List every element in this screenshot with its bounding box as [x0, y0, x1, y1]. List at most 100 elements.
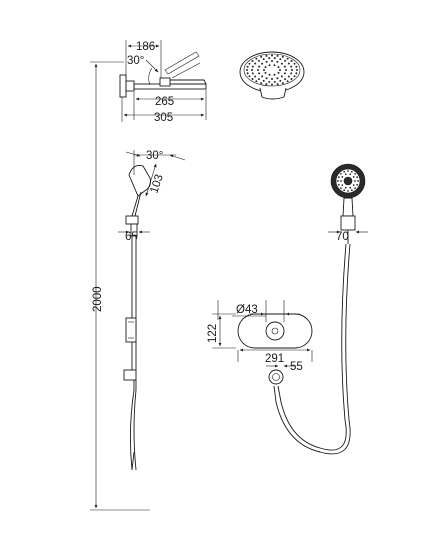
- nozzle-dot: [265, 83, 268, 86]
- nozzle-dot: [357, 180, 359, 182]
- nozzle-dot: [349, 186, 352, 189]
- nozzle-dot: [251, 69, 253, 71]
- nozzle-dot: [262, 79, 265, 82]
- dim-arm-total: 305: [154, 112, 173, 124]
- arm-flange: [125, 80, 135, 92]
- dim-outlet-depth: 55: [290, 361, 303, 373]
- rail-holder: [125, 215, 139, 225]
- hose-side: [129, 380, 135, 471]
- hose-front-b: [273, 243, 351, 455]
- overhead-shower-perspective: [239, 51, 305, 100]
- dim-panel-width: 291: [265, 353, 284, 365]
- nozzle-dot: [265, 54, 268, 57]
- angle-leader: [145, 59, 159, 73]
- dim-head-depth: 186: [136, 41, 155, 53]
- wall-outlet-view: 55: [266, 361, 303, 385]
- slide-rail-side-view: 30° 103 65: [118, 150, 186, 471]
- nozzle-dot: [254, 75, 257, 78]
- nozzle-dot: [261, 75, 264, 78]
- nozzle-dot: [352, 184, 355, 187]
- head-mount: [259, 87, 287, 100]
- nozzle-dot: [268, 73, 271, 76]
- control-button-center: [271, 327, 279, 335]
- nozzle-dot: [280, 62, 283, 65]
- nozzle-dot: [344, 186, 347, 189]
- dim-line-103: [145, 163, 157, 197]
- head-nozzles: [246, 54, 298, 86]
- nozzle-dot: [343, 189, 346, 192]
- nozzle-dot: [246, 65, 249, 68]
- angle-arc: [148, 67, 153, 86]
- dim-arm-reach: 265: [155, 96, 174, 108]
- nozzle-dot: [265, 77, 268, 80]
- nozzle-dot: [290, 65, 293, 68]
- nozzle-dot: [343, 170, 346, 173]
- hose-front: [277, 243, 347, 451]
- nozzle-dot: [349, 173, 352, 176]
- nozzle-dot: [287, 62, 290, 65]
- nozzle-dot: [283, 65, 286, 68]
- nozzle-dot: [271, 60, 273, 62]
- nozzle-dot: [271, 78, 273, 80]
- nozzle-dot: [291, 69, 293, 71]
- nozzle-dot: [251, 60, 254, 62]
- nozzle-dot: [285, 69, 287, 71]
- nozzle-dot: [283, 72, 286, 75]
- tilt-line-a: [171, 62, 201, 79]
- handshower-handle-side-b: [134, 191, 142, 217]
- tilt-arrow-a: [125, 151, 141, 157]
- nozzle-dot: [350, 170, 353, 173]
- nozzle-dot: [258, 72, 261, 75]
- nozzle-dot: [248, 62, 251, 65]
- nozzle-dot: [263, 69, 265, 71]
- nozzle-dot: [251, 78, 254, 80]
- nozzle-dot: [268, 80, 271, 83]
- wall-outlet-inner: [272, 373, 280, 381]
- nozzle-dot: [273, 57, 276, 60]
- nozzle-dot: [293, 75, 296, 78]
- wall-outlet: [268, 369, 284, 385]
- dim-handshower-width: 70: [336, 231, 349, 243]
- nozzle-dot: [340, 180, 342, 182]
- arm-wall-plate: [119, 74, 127, 98]
- nozzle-dot: [341, 184, 344, 187]
- dim-total-height: 2000: [92, 286, 104, 312]
- nozzle-dot: [273, 73, 276, 76]
- nozzle-dot: [248, 75, 251, 78]
- nozzle-dot: [276, 60, 279, 63]
- dim-hand-tilt: 30°: [146, 150, 163, 162]
- nozzle-dot: [344, 173, 347, 176]
- hose-side-b: [133, 380, 137, 471]
- nozzle-dot: [286, 80, 289, 83]
- nozzle-dot: [273, 80, 276, 83]
- rail-middle-bracket: [125, 317, 137, 343]
- nozzle-dot: [279, 79, 282, 82]
- arm-joint: [159, 77, 171, 87]
- nozzle-dot: [251, 65, 254, 68]
- nozzle-dot: [295, 72, 298, 75]
- nozzle-dot: [296, 69, 298, 71]
- head-profile: [169, 79, 207, 85]
- head-face: [243, 53, 301, 87]
- nozzle-dot: [262, 58, 265, 61]
- nozzle-dot: [284, 59, 287, 62]
- nozzle-dot: [284, 78, 287, 81]
- nozzle-dot: [340, 173, 342, 175]
- nozzle-dot: [257, 78, 260, 81]
- dim-panel-height: 122: [207, 324, 219, 343]
- nozzle-dot: [268, 57, 271, 60]
- nozzle-dot: [260, 55, 263, 58]
- nozzle-dot: [350, 189, 353, 192]
- nozzle-dot: [280, 75, 283, 78]
- nozzle-dot: [337, 180, 339, 182]
- nozzle-dot: [295, 65, 298, 68]
- nozzle-dot: [276, 77, 279, 80]
- nozzle-dot: [279, 58, 282, 61]
- nozzle-dot: [352, 176, 355, 178]
- nozzle-dot: [273, 64, 276, 67]
- nozzle-dot: [356, 176, 359, 179]
- nozzle-dot: [337, 176, 340, 179]
- nozzle-dot: [255, 80, 258, 83]
